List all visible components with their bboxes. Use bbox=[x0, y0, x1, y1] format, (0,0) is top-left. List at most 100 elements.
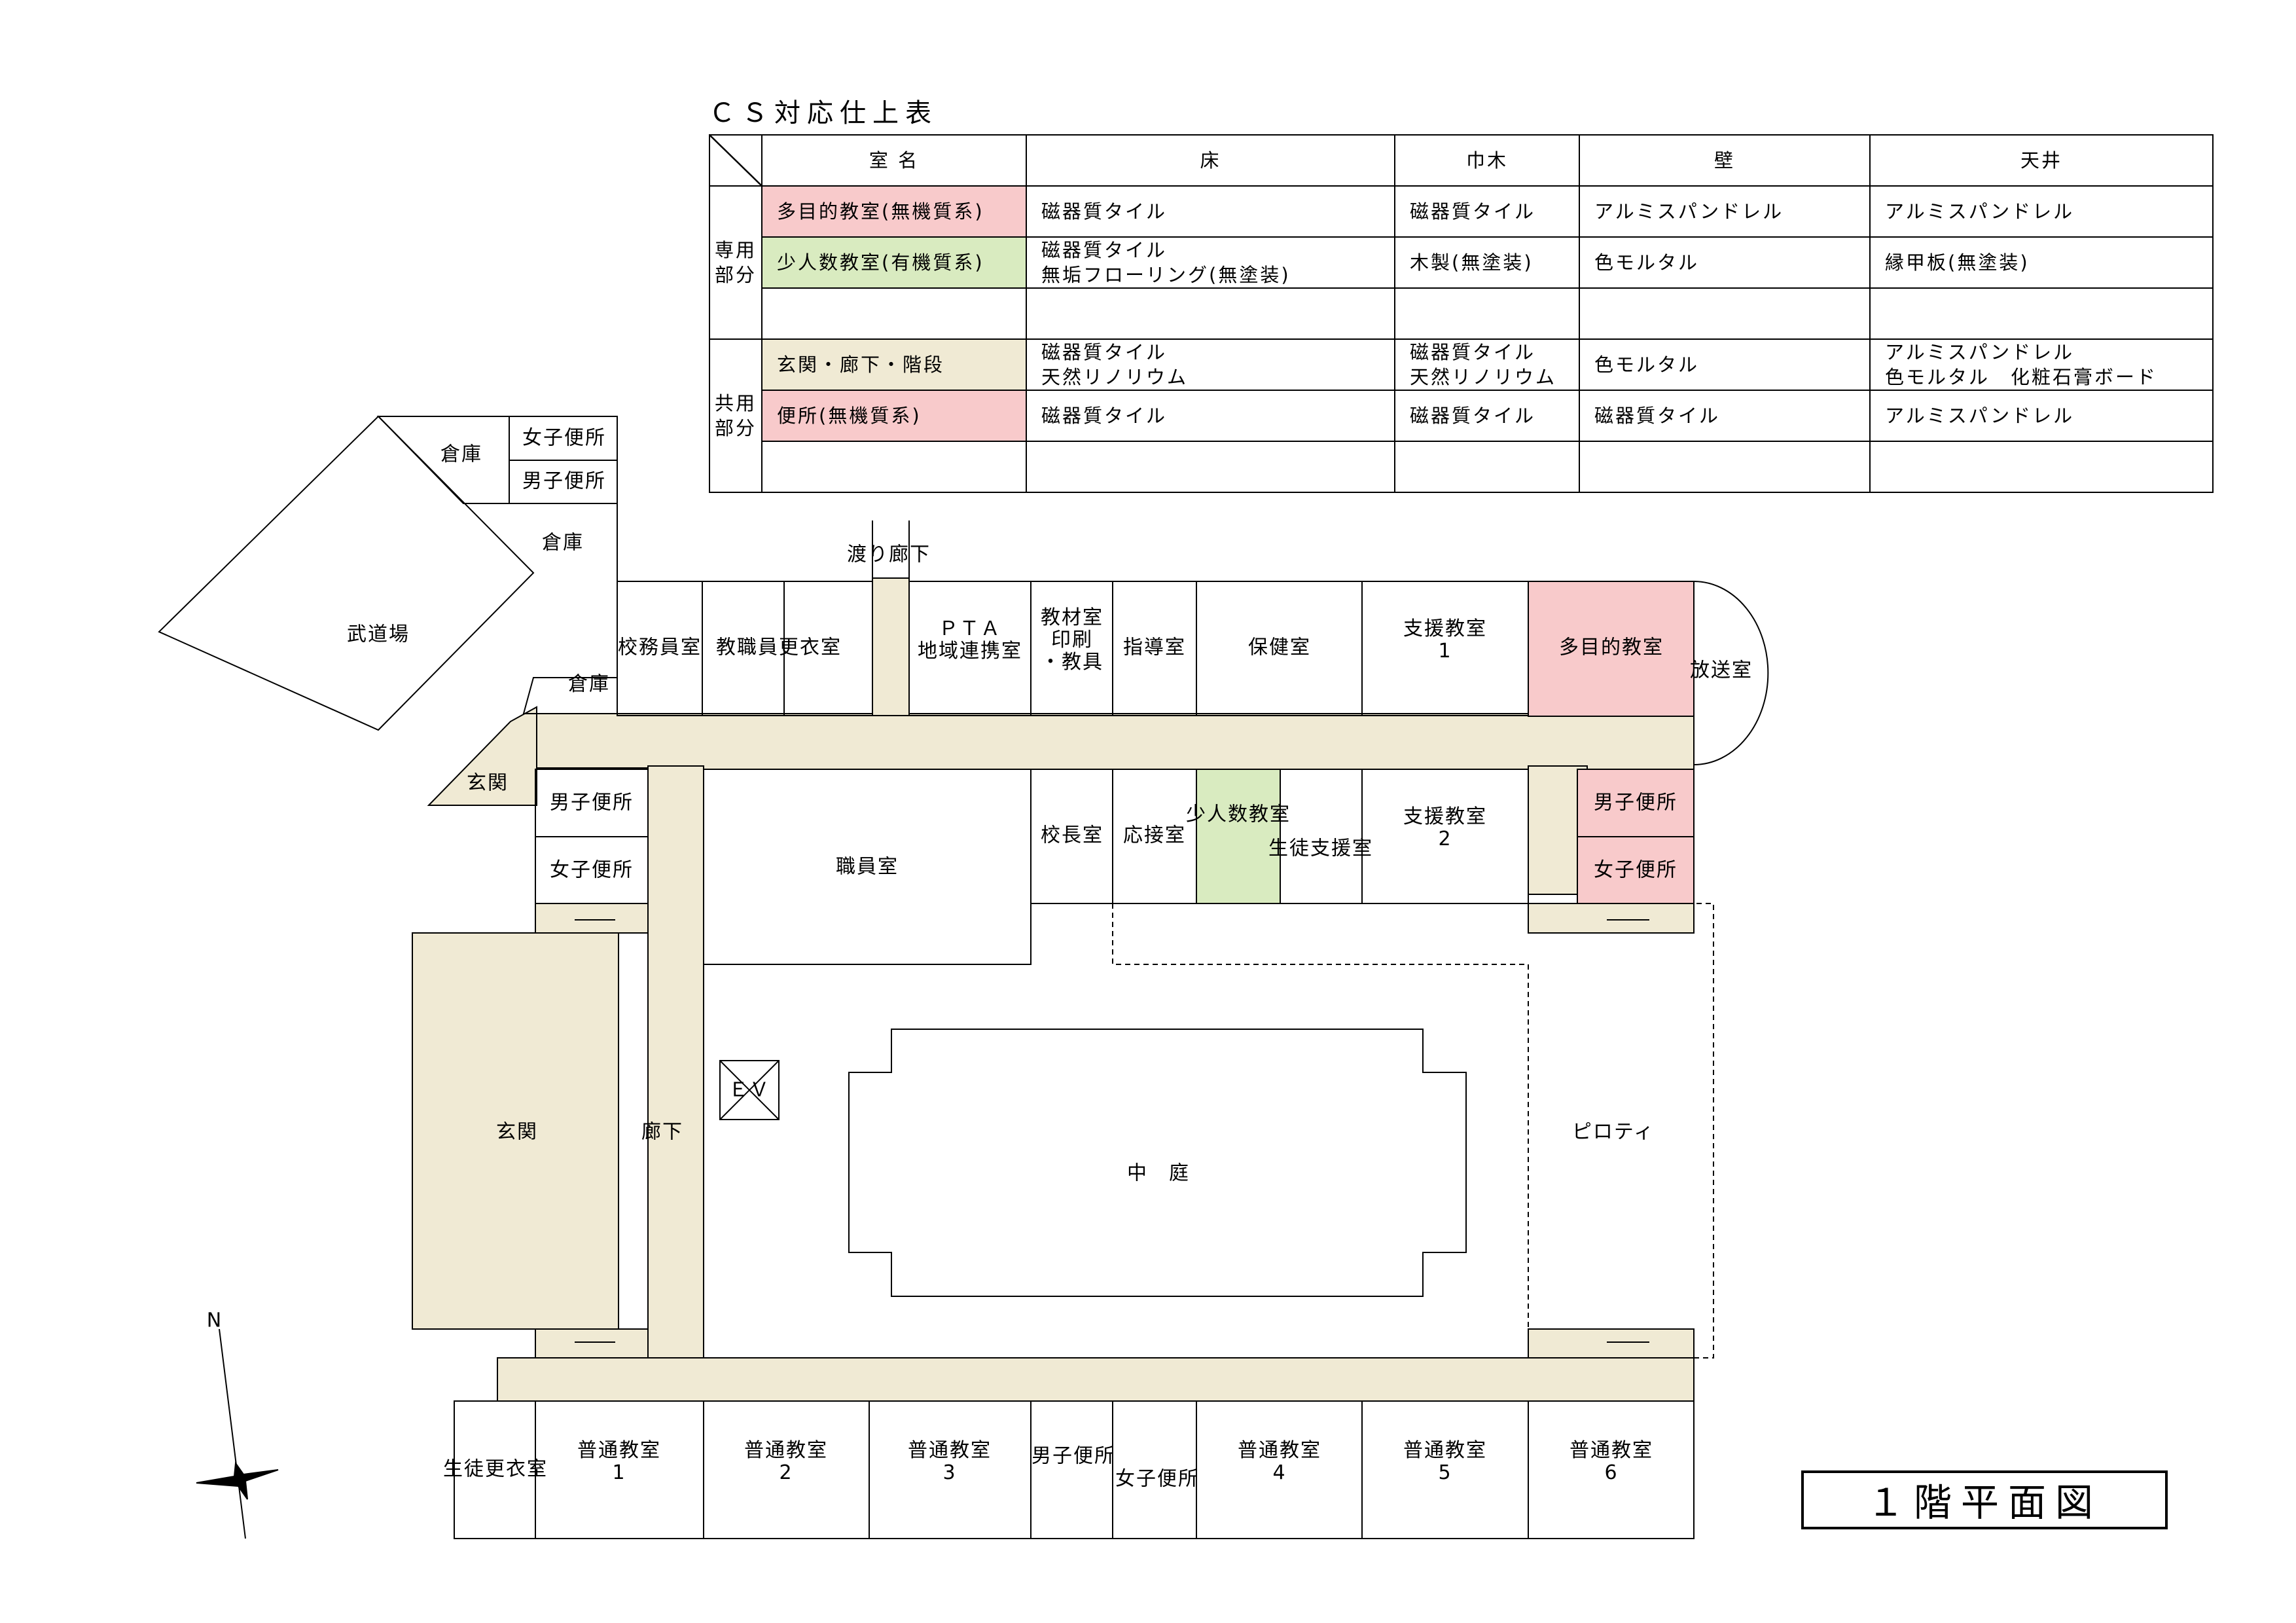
stair-landing-e2 bbox=[1528, 1328, 1695, 1359]
table-cell-ceiling: アルミスパンドレル bbox=[1869, 185, 2214, 238]
shoninzu-label: 少人数教室 bbox=[1186, 803, 1291, 826]
danshi-benjo-d-label: 男子便所 bbox=[1031, 1445, 1115, 1468]
table-cell-ceiling bbox=[1869, 441, 2214, 493]
table-title: ＣＳ対応仕上表 bbox=[709, 98, 938, 128]
seito-shien-label: 生徒支援室 bbox=[1268, 837, 1373, 860]
souko-b-label: 倉庫 bbox=[542, 532, 584, 555]
danshi-benjo-b-fill bbox=[1577, 769, 1695, 837]
table-cell-room-name: 少人数教室(有機質系) bbox=[761, 236, 1027, 289]
table-header-row: 室 名 床 巾木 壁 天井 bbox=[709, 134, 2214, 187]
compass-n-label: N bbox=[207, 1309, 223, 1332]
courtyard-west-wall bbox=[703, 964, 1528, 1359]
pta-label: ＰＴＡ地域連携室 bbox=[918, 617, 1022, 663]
joshi-benjo-c-label: 女子便所 bbox=[550, 859, 634, 882]
compass bbox=[196, 1328, 279, 1539]
header-wall: 壁 bbox=[1579, 134, 1871, 187]
header-ceiling: 天井 bbox=[1869, 134, 2214, 187]
piloti-label: ピロティ bbox=[1572, 1121, 1655, 1144]
table-cell-floor: 磁器質タイル bbox=[1026, 185, 1395, 238]
seito-shien-outline bbox=[1280, 769, 1363, 904]
compass-star bbox=[196, 1461, 279, 1500]
table-cell-wall bbox=[1579, 287, 1871, 340]
compass-n-line bbox=[219, 1328, 246, 1539]
shido-label: 指導室 bbox=[1123, 636, 1186, 659]
floor-title: １階平面図 bbox=[1801, 1470, 2168, 1529]
genkan-main-label: 玄関 bbox=[496, 1121, 538, 1144]
table-row: 共用部分玄関・廊下・階段磁器質タイル 天然リノリウム磁器質タイル 天然リノリウム… bbox=[709, 338, 2214, 493]
ev-outline bbox=[719, 1060, 780, 1120]
joshi-benjo-d-label: 女子便所 bbox=[1115, 1468, 1199, 1491]
shoninzu-fill bbox=[1196, 769, 1281, 904]
tamokuteki-label: 多目的教室 bbox=[1559, 636, 1664, 659]
table-group-label: 専用部分 bbox=[709, 185, 762, 340]
watari-roka-label: 渡り廊下 bbox=[847, 543, 931, 566]
table-cell-floor: 磁器質タイル 無垢フローリング(無塗装) bbox=[1026, 236, 1395, 289]
shien1-outline bbox=[1361, 581, 1529, 716]
table-cell-ceiling: アルミスパンドレル bbox=[1869, 390, 2214, 442]
table-cell-ceiling: アルミスパンドレル 色モルタル 化粧石膏ボード bbox=[1869, 338, 2214, 391]
table-row: 少人数教室(有機質系)磁器質タイル 無垢フローリング(無塗装)木製(無塗装)色モ… bbox=[709, 236, 2214, 289]
joshi-benjo-b-label: 女子便所 bbox=[1594, 859, 1677, 882]
corridor-west bbox=[647, 765, 704, 1359]
joshi-benjo-c-outline bbox=[535, 836, 649, 904]
genkan-main-area bbox=[412, 932, 619, 1330]
futsu6-outline bbox=[1528, 1400, 1695, 1539]
header-baseboard: 巾木 bbox=[1394, 134, 1580, 187]
budojo-outline bbox=[158, 415, 535, 731]
table-corner-cell bbox=[709, 134, 762, 187]
table-cell-room-name: 玄関・廊下・階段 bbox=[761, 338, 1027, 391]
table-cell-wall: 磁器質タイル bbox=[1579, 390, 1871, 442]
table-cell-floor bbox=[1026, 441, 1395, 493]
table-cell-ceiling: 縁甲板(無塗装) bbox=[1869, 236, 2214, 289]
table-row: 専用部分多目的教室(無機質系)磁器質タイル磁器質タイルアルミスパンドレルアルミス… bbox=[709, 185, 2214, 340]
souko-b-outline bbox=[463, 503, 618, 581]
table-cell-baseboard: 木製(無塗装) bbox=[1394, 236, 1580, 289]
table-cell-wall bbox=[1579, 441, 1871, 493]
table-cell-baseboard bbox=[1394, 287, 1580, 340]
header-room-name: 室 名 bbox=[761, 134, 1027, 187]
kyozai-label: 教材室印刷・教具 bbox=[1041, 606, 1103, 674]
danshi-benjo-c-label: 男子便所 bbox=[550, 792, 634, 814]
stair-landing-w1 bbox=[535, 903, 649, 934]
budojo-label: 武道場 bbox=[347, 623, 410, 646]
joshi-benjo-b-fill bbox=[1577, 836, 1695, 904]
joshi-benjo-a-label: 女子便所 bbox=[522, 427, 606, 450]
table-cell-room-name bbox=[761, 441, 1027, 493]
table-cell-ceiling bbox=[1869, 287, 2214, 340]
table-cell-floor: 磁器質タイル 天然リノリウム bbox=[1026, 338, 1395, 391]
danshi-benjo-d-outline bbox=[1030, 1400, 1113, 1539]
hoso-arc bbox=[1693, 581, 1769, 765]
kocho-label: 校長室 bbox=[1041, 824, 1103, 847]
table-cell-room-name: 便所(無機質系) bbox=[761, 390, 1027, 442]
courtyard-north-wall bbox=[704, 903, 1528, 965]
finish-table: 室 名 床 巾木 壁 天井 専用部分多目的教室(無機質系)磁器質タイル磁器質タイ… bbox=[709, 134, 2214, 493]
table-cell-wall: アルミスパンドレル bbox=[1579, 185, 1871, 238]
watari-roka-corridor bbox=[872, 577, 910, 716]
kyoshokuin-label: 教職員更衣室 bbox=[716, 636, 842, 659]
ev-label: ＥＶ bbox=[728, 1079, 770, 1102]
shokuin-label: 職員室 bbox=[836, 856, 899, 879]
header-floor: 床 bbox=[1026, 134, 1395, 187]
corridor-bottom bbox=[497, 1357, 1695, 1402]
table-row bbox=[709, 287, 2214, 340]
genkan-small-area bbox=[427, 706, 537, 806]
nakaniwa-label: 中 庭 bbox=[1127, 1162, 1190, 1185]
osetsu-label: 応接室 bbox=[1123, 824, 1186, 847]
danshi-benjo-a-label: 男子便所 bbox=[522, 470, 606, 493]
table-row: 便所(無機質系)磁器質タイル磁器質タイル磁器質タイルアルミスパンドレル bbox=[709, 390, 2214, 442]
table-group-label: 共用部分 bbox=[709, 338, 762, 493]
table-cell-baseboard: 磁器質タイル 天然リノリウム bbox=[1394, 338, 1580, 391]
genkan-small-label: 玄関 bbox=[467, 772, 509, 795]
table-cell-baseboard: 磁器質タイル bbox=[1394, 185, 1580, 238]
roka-label: 廊下 bbox=[641, 1121, 683, 1144]
hoso-label: 放送室 bbox=[1690, 659, 1753, 682]
danshi-benjo-b-label: 男子便所 bbox=[1594, 792, 1677, 814]
stair-landing-e1 bbox=[1528, 903, 1695, 934]
